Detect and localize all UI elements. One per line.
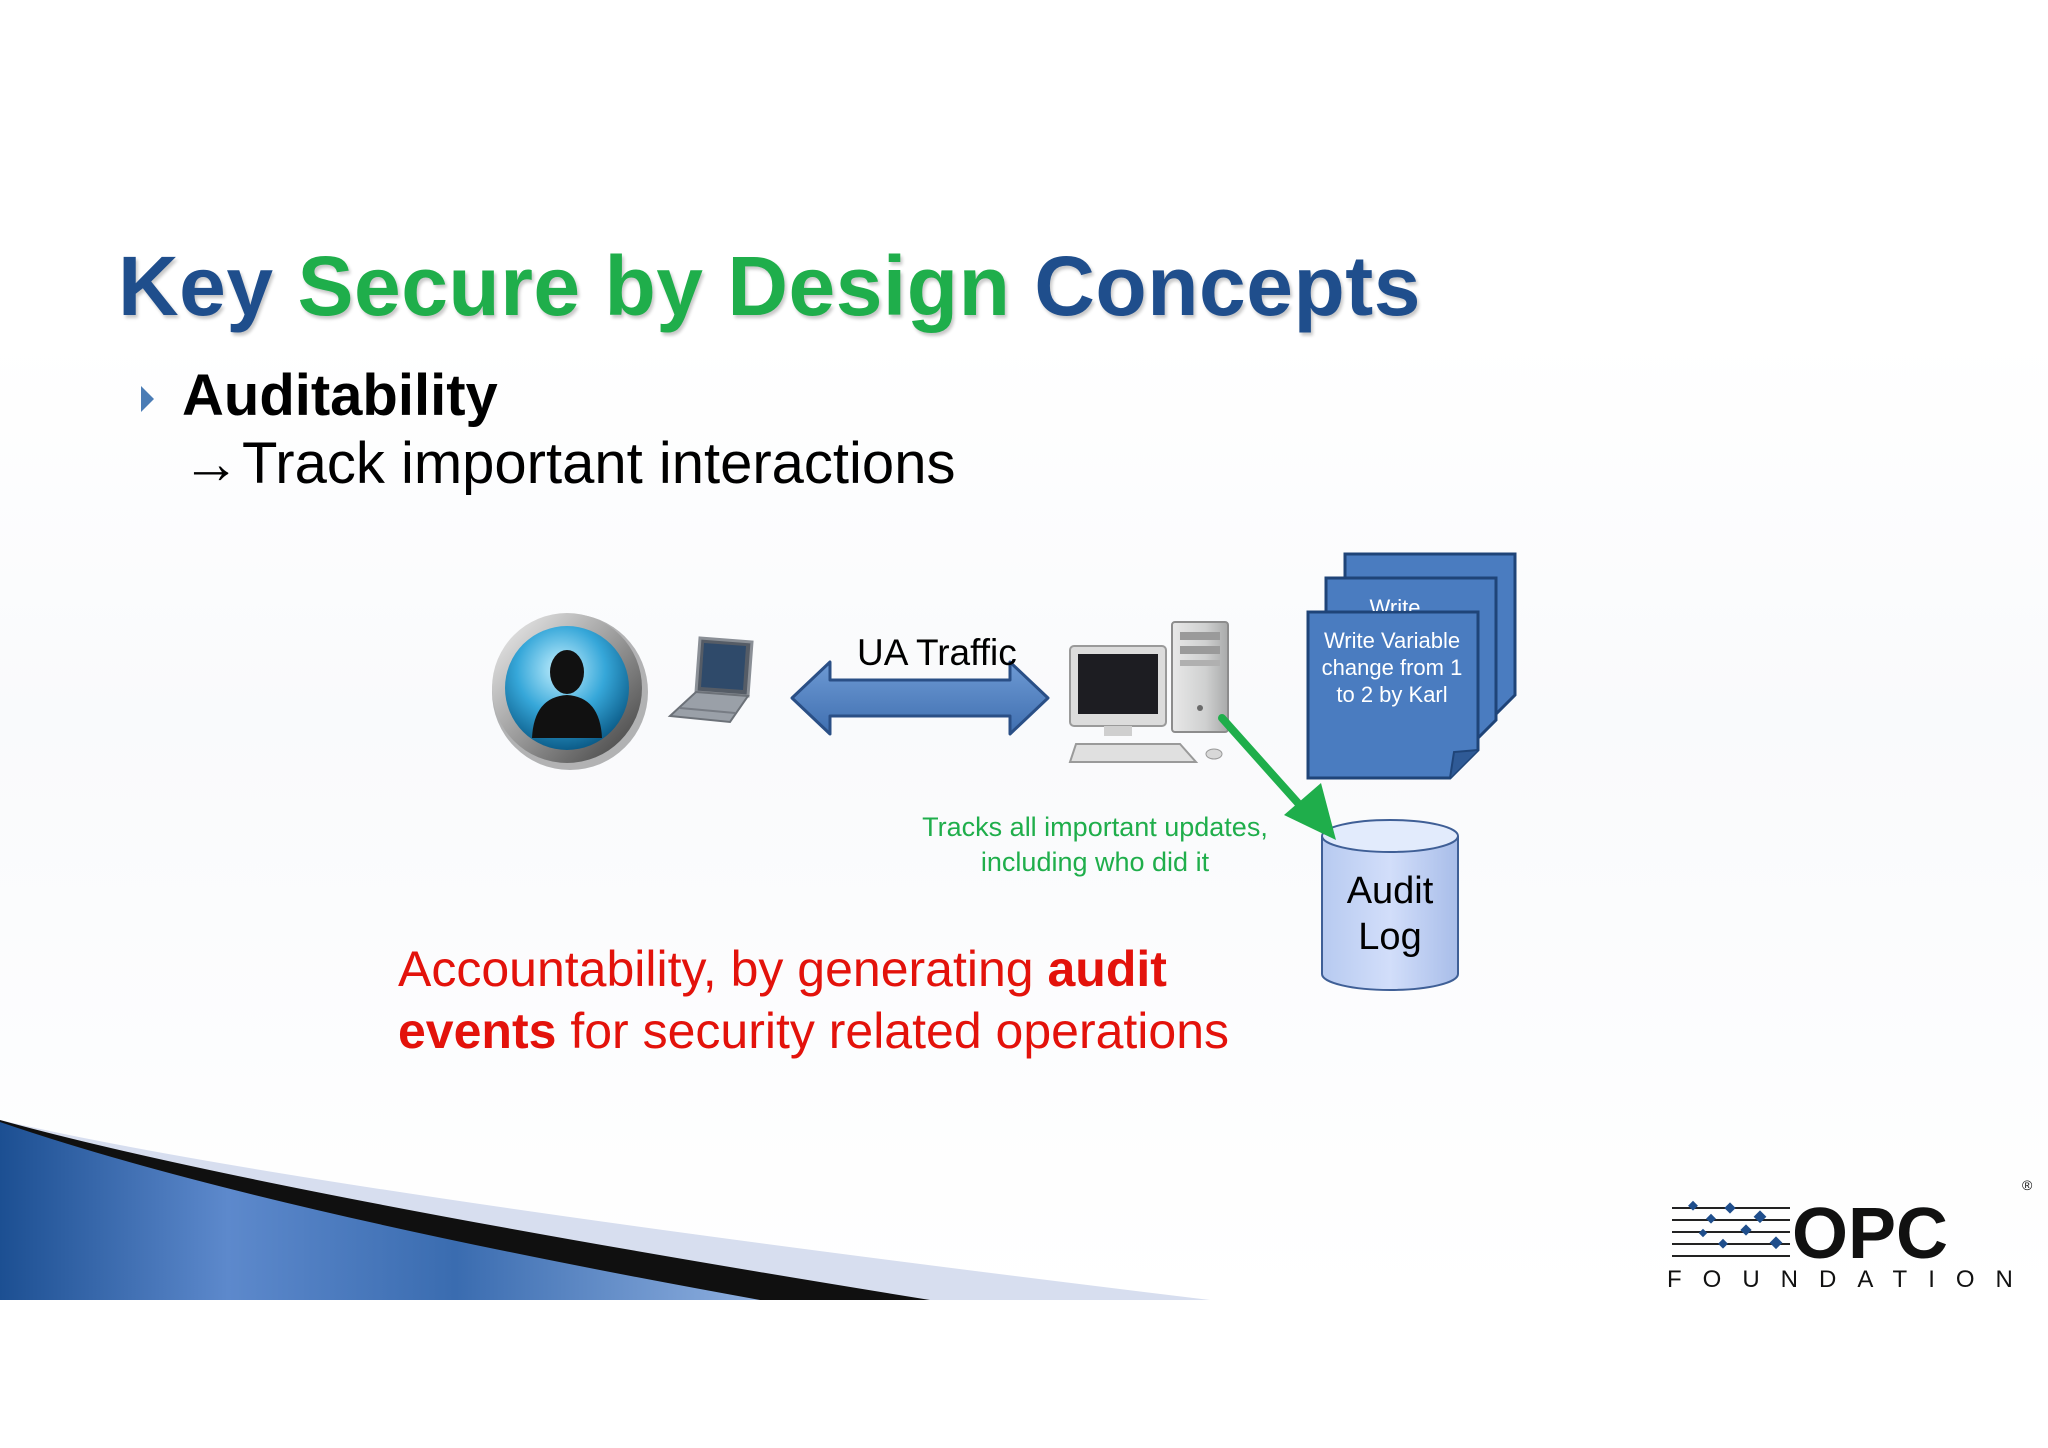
tracking-arrow xyxy=(1218,714,1336,840)
logo-text: OPC xyxy=(1792,1194,1948,1274)
bullet-heading: Auditability xyxy=(182,363,498,428)
logo-subtext: FOUNDATION xyxy=(1667,1266,2034,1293)
write-note-label: Write Variable change from 1 to 2 by Kar… xyxy=(1321,628,1463,707)
tracks-updates-label: Tracks all important updates, including … xyxy=(922,812,1268,877)
footer-swoosh-decoration xyxy=(0,1120,1210,1300)
title-part-concepts: Concepts xyxy=(1034,239,1421,333)
laptop-icon xyxy=(667,636,754,724)
bullet-subtext: →Track important interactions xyxy=(182,430,955,497)
ua-traffic-double-arrow xyxy=(790,660,1050,736)
accountability-part1: Accountability, by generating xyxy=(398,941,1034,997)
audit-log-database-icon xyxy=(1321,819,1459,991)
ua-traffic-label: UA Traffic xyxy=(857,632,1017,673)
title-part-key: Key xyxy=(118,239,274,333)
write-note-back-label: Write xyxy=(1369,595,1421,611)
bullet-triangle-icon xyxy=(141,386,154,412)
write-notes-stack xyxy=(1306,552,1517,780)
accountability-statement: Accountability, by generating audit event… xyxy=(398,938,1298,1062)
user-avatar-icon xyxy=(492,613,648,770)
accountability-bold-audit: audit xyxy=(1047,941,1167,997)
audit-log-label-line2: Log xyxy=(1358,916,1422,958)
title-part-highlight: Secure by Design xyxy=(297,239,1011,333)
opc-foundation-logo: OPC ® xyxy=(1672,1177,2033,1274)
accountability-bold-events: events xyxy=(398,1003,557,1059)
slide-title: Key Secure by Design Concepts xyxy=(118,238,1421,335)
audit-log-label-line1: Audit xyxy=(1346,870,1434,912)
logo-registered-mark: ® xyxy=(2022,1177,2033,1193)
slide-background xyxy=(0,0,2048,1300)
bullet-subtext-label: Track important interactions xyxy=(242,431,956,496)
accountability-part2: for security related operations xyxy=(570,1003,1230,1059)
server-computer-icon xyxy=(1068,621,1229,763)
right-arrow-icon: → xyxy=(182,431,240,496)
